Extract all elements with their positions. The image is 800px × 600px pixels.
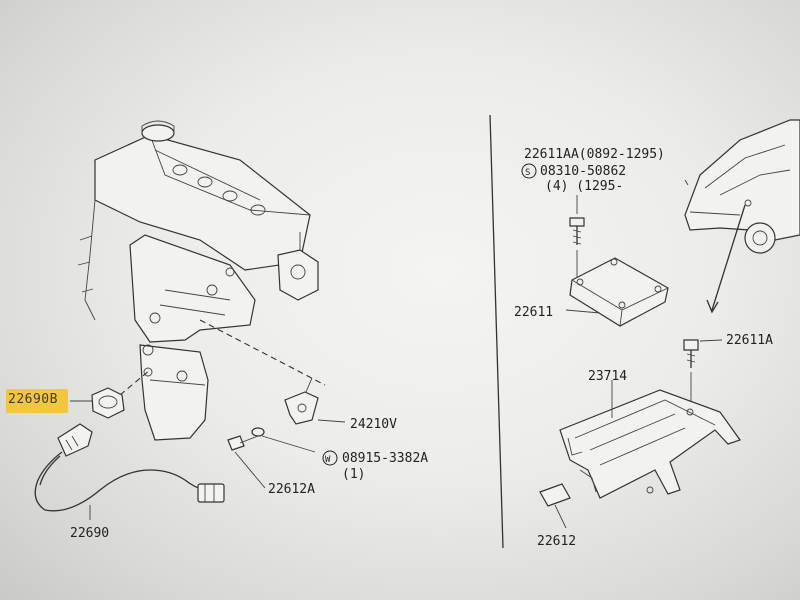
label-22612A[interactable]: 22612A xyxy=(268,482,315,497)
dashed-leader xyxy=(199,319,326,386)
label-washer-qty: (1) xyxy=(342,467,365,482)
washer-symbol-letter: W xyxy=(325,455,331,465)
label-22612[interactable]: 22612 xyxy=(537,534,576,549)
ecu-drawing xyxy=(565,195,669,327)
washer-symbol xyxy=(322,450,338,466)
ecu-bolt-drawing xyxy=(683,339,723,410)
label-22611AA[interactable]: 22611AA(0892-1295) xyxy=(524,147,665,162)
bolt-washer-drawing xyxy=(227,427,316,489)
label-23714[interactable]: 23714 xyxy=(588,369,627,384)
oxygen-sensor-drawing xyxy=(34,423,225,520)
vehicle-drawing xyxy=(684,119,800,314)
ecu-bracket-drawing xyxy=(539,380,741,529)
label-22690B[interactable]: 22690B xyxy=(8,392,58,407)
exhaust-manifold-drawing xyxy=(129,234,256,441)
screw-symbol xyxy=(521,163,537,179)
label-08310-50862[interactable]: 08310-50862 xyxy=(540,164,626,179)
label-24210V[interactable]: 24210V xyxy=(350,417,397,432)
divider-line xyxy=(489,114,504,549)
label-screw-qty: (4) (1295- xyxy=(545,179,623,194)
engine-head-drawing xyxy=(77,120,319,321)
label-22611[interactable]: 22611 xyxy=(514,305,553,320)
highlight-marker xyxy=(6,389,68,413)
sensor-boss-drawing xyxy=(70,387,125,419)
label-22690[interactable]: 22690 xyxy=(70,526,109,541)
label-22611A[interactable]: 22611A xyxy=(726,333,773,348)
screw-symbol-letter: S xyxy=(525,168,530,178)
label-08915-3382A[interactable]: 08915-3382A xyxy=(342,451,428,466)
bracket-drawing xyxy=(284,377,346,425)
dashed-leader-2 xyxy=(119,369,151,396)
